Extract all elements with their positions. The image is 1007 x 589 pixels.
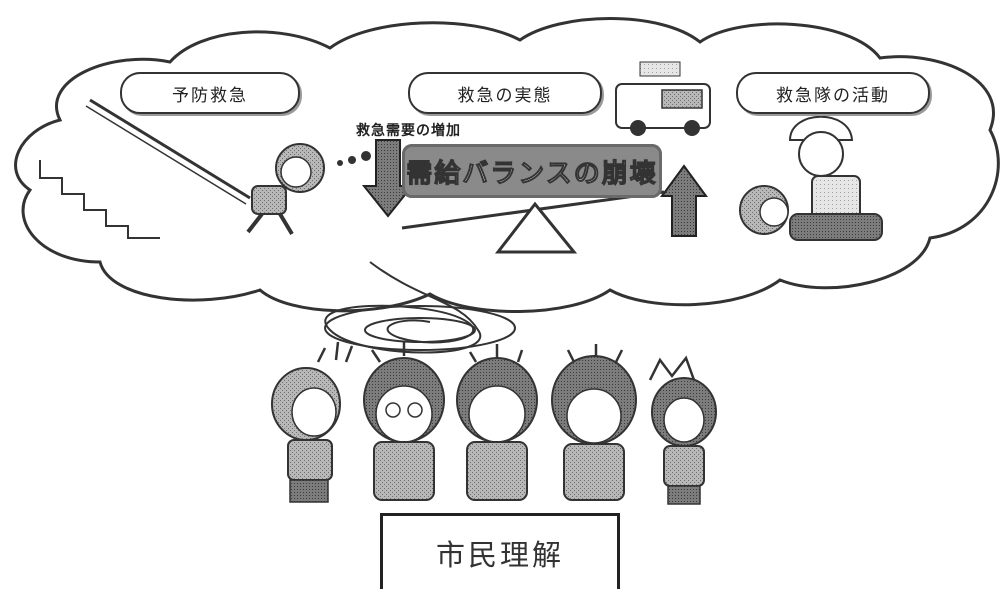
falling-child-figure [246, 143, 371, 236]
swirl-ring [324, 305, 516, 351]
ambulance-illustration [615, 61, 711, 136]
demand-down-arrow [361, 139, 415, 218]
stairs [39, 160, 160, 239]
supply-up-arrow [660, 164, 708, 237]
prevention-label: 予防救急 [120, 72, 300, 114]
paramedic-figure [788, 115, 861, 221]
child-girl-figure [651, 377, 717, 505]
child-boy-figure [271, 367, 341, 503]
seesaw-fulcrum [494, 201, 578, 254]
reality-label: 救急の実態 [408, 72, 602, 114]
stair-rail-lower [85, 105, 247, 205]
demand-increase-label: 救急需要の増加 [356, 123, 461, 139]
swirl-ring-inner [364, 317, 476, 343]
woman-figure [551, 355, 637, 501]
stair-rail [89, 98, 251, 200]
crew-activity-label: 救急隊の活動 [736, 72, 930, 114]
patient-figure [739, 185, 883, 241]
surprise-strokes [316, 341, 696, 381]
man-figure [456, 357, 538, 501]
citizen-understanding-box: 市民理解 [380, 513, 620, 589]
balance-collapse-banner: 需給バランスの崩壊 [402, 144, 662, 198]
man-with-glasses-figure [363, 357, 445, 501]
cloud-swirl [324, 261, 482, 354]
